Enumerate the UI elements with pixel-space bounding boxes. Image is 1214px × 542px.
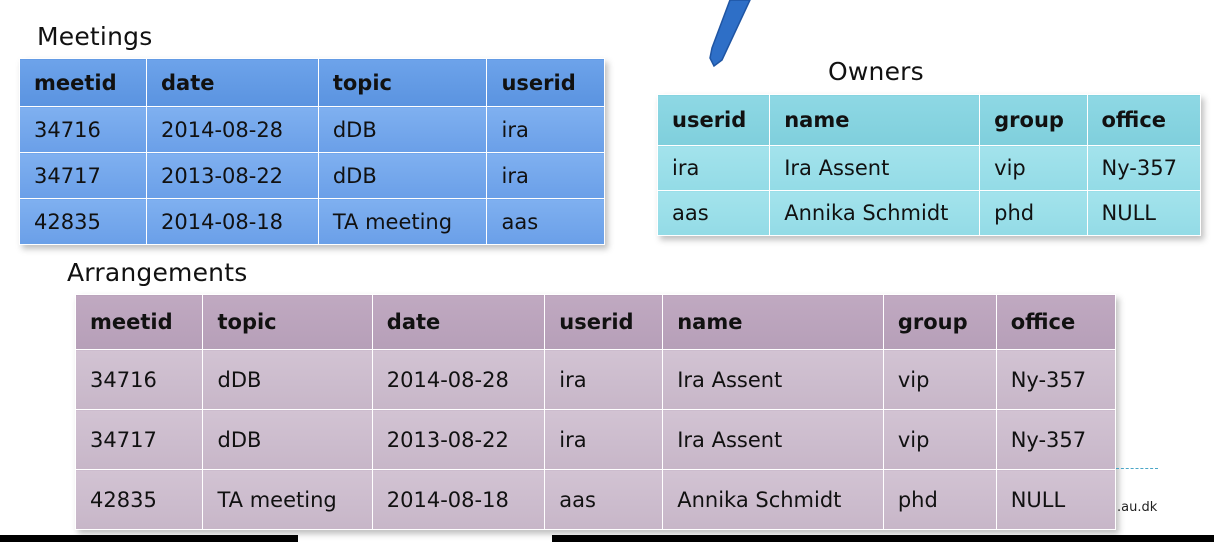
column-header: office [1086,94,1201,146]
table-cell: ira [544,409,664,470]
table-cell: ira [486,106,605,153]
table-row: 34716 2014-08-28 dDB ira [19,106,605,153]
table-row: 42835 2014-08-18 TA meeting aas [19,198,605,245]
arrow-shape-icon [709,0,751,68]
table-cell: 42835 [19,198,147,245]
table-header-row: meetid topic date userid name group offi… [74,294,1117,350]
arrangements-table: meetid topic date userid name group offi… [74,294,1117,530]
column-header: name [769,94,981,146]
table-cell: Ira Assent [769,145,981,191]
column-header: userid [544,294,664,350]
column-header: topic [202,294,373,350]
table-header-row: userid name group office [656,94,1201,146]
table-row: 42835 TA meeting 2014-08-18 aas Annika S… [74,469,1117,530]
table-cell: 2014-08-28 [146,106,319,153]
column-header: office [995,294,1117,350]
table-cell: Ny-357 [995,409,1117,470]
column-header: userid [656,94,771,146]
meetings-title: Meetings [37,22,153,51]
black-bar-right [552,535,1214,542]
table-cell: 34716 [74,349,204,410]
column-header: name [662,294,884,350]
owners-table: userid name group office ira Ira Assent … [656,94,1201,236]
table-cell: 2013-08-22 [371,409,546,470]
table-cell: aas [486,198,605,245]
table-row: aas Annika Schmidt phd NULL [656,190,1201,236]
table-cell: NULL [995,469,1117,530]
table-row: ira Ira Assent vip Ny-357 [656,145,1201,191]
table-cell: 34717 [19,152,147,199]
table-cell: Ny-357 [995,349,1117,410]
table-cell: vip [882,349,997,410]
table-cell: aas [656,190,771,236]
table-cell: NULL [1086,190,1201,236]
table-cell: Ira Assent [662,409,884,470]
table-cell: 42835 [74,469,204,530]
column-header: date [146,58,319,107]
table-cell: 34716 [19,106,147,153]
column-header: topic [317,58,488,107]
table-cell: aas [544,469,664,530]
footer-site-text: .au.dk [1117,500,1158,515]
footer-divider [1116,468,1158,469]
table-cell: 2013-08-22 [146,152,319,199]
arrangements-title: Arrangements [67,258,248,287]
column-header: group [979,94,1088,146]
column-header: date [371,294,546,350]
owners-title: Owners [828,57,924,86]
table-cell: ira [656,145,771,191]
table-cell: TA meeting [317,198,488,245]
column-header: userid [486,58,605,107]
table-cell: Ira Assent [662,349,884,410]
table-cell: ira [544,349,664,410]
table-cell: Annika Schmidt [662,469,884,530]
table-row: 34716 dDB 2014-08-28 ira Ira Assent vip … [74,349,1117,410]
black-bar-left [0,535,298,542]
column-header: group [882,294,997,350]
table-cell: 2014-08-28 [371,349,546,410]
column-header: meetid [74,294,204,350]
table-cell: dDB [202,349,373,410]
table-row: 34717 2013-08-22 dDB ira [19,152,605,199]
table-cell: Ny-357 [1086,145,1201,191]
meetings-table: meetid date topic userid 34716 2014-08-2… [19,58,605,245]
table-cell: ira [486,152,605,199]
table-cell: phd [979,190,1088,236]
table-cell: vip [979,145,1088,191]
table-cell: dDB [317,106,488,153]
table-header-row: meetid date topic userid [19,58,605,107]
table-cell: dDB [317,152,488,199]
table-cell: Annika Schmidt [769,190,981,236]
table-cell: 2014-08-18 [371,469,546,530]
table-row: 34717 dDB 2013-08-22 ira Ira Assent vip … [74,409,1117,470]
table-cell: phd [882,469,997,530]
table-cell: vip [882,409,997,470]
table-cell: 2014-08-18 [146,198,319,245]
table-cell: 34717 [74,409,204,470]
table-cell: dDB [202,409,373,470]
table-cell: TA meeting [202,469,373,530]
column-header: meetid [19,58,147,107]
